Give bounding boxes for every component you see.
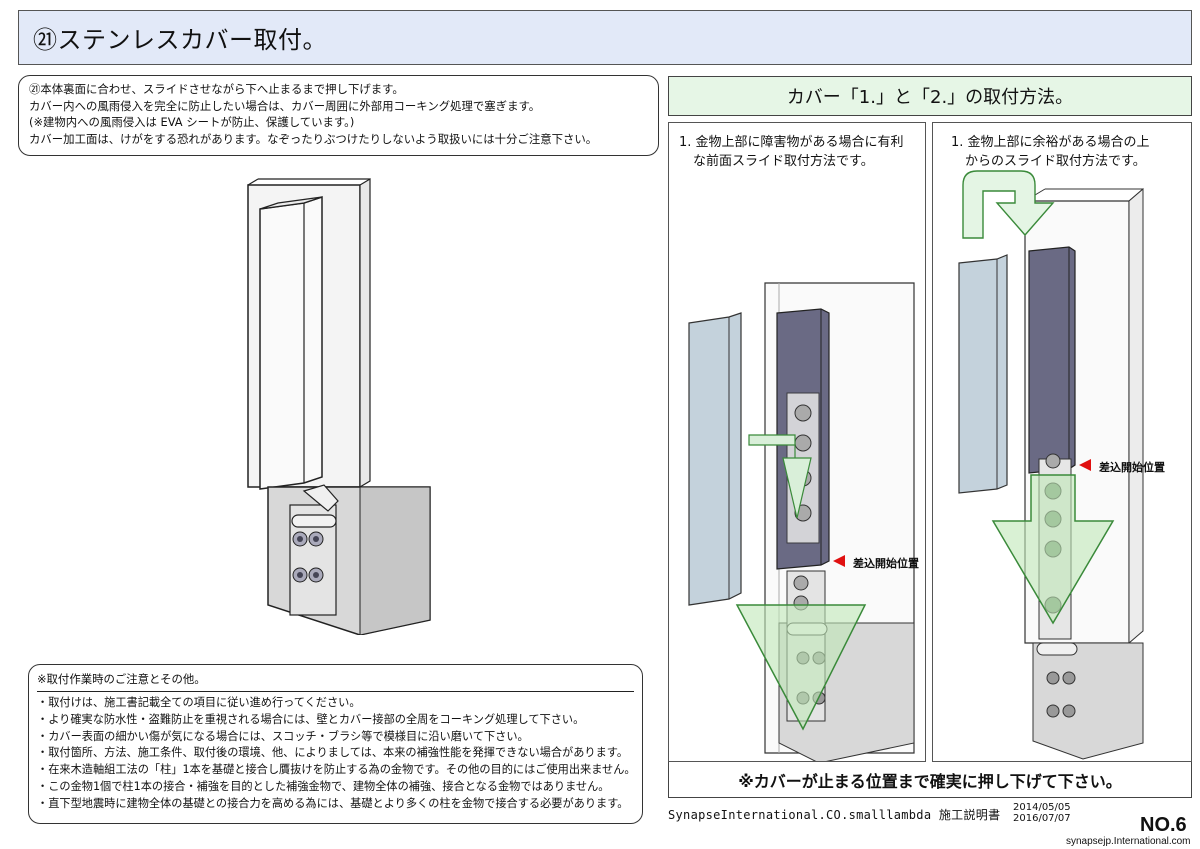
caption-line: からのスライド取付方法です。 <box>965 154 1146 169</box>
footer-site: synapsejp.International.com <box>1066 836 1191 847</box>
caution-notes: ※取付作業時のご注意とその他。 ・取付けは、施工書記載全ての項目に従い進め行って… <box>28 664 643 824</box>
push-down-note: ※カバーが止まる位置まで確実に押し下げて下さい。 <box>668 762 1192 798</box>
top-slide-illustration <box>958 170 1144 760</box>
caution-line: ・直下型地震時に建物全体の基礎との接合力を高める為には、基礎とより多くの柱を金物… <box>37 796 629 810</box>
page-number: NO.6 <box>1140 814 1187 836</box>
method-panel-top-slide: 1. 金物上部に余裕がある場合の上 からのスライド取付方法です。 <box>932 122 1192 762</box>
caption-line: 1. 金物上部に余裕がある場合の上 <box>951 135 1150 150</box>
caution-line: ・取付けは、施工書記載全ての項目に従い進め行ってください。 <box>37 696 361 709</box>
footer-company: SynapseInternational.CO.smalllambda 施工説明… <box>668 808 1001 822</box>
method-header-text: カバー「1.」と「2.」の取付方法。 <box>786 87 1074 108</box>
note-line: ㉑本体裏面に合わせ、スライドさせながら下へ止まるまで押し下げます。 <box>29 82 404 96</box>
caution-heading: ※取付作業時のご注意とその他。 <box>37 671 634 692</box>
instruction-notes: ㉑本体裏面に合わせ、スライドさせながら下へ止まるまで押し下げます。 カバー内への… <box>18 75 659 156</box>
caution-line: ・この金物1個で柱1本の接合・補強を目的とした補強金物で、建物全体の補強、接合と… <box>37 779 610 793</box>
push-down-note-text: ※カバーが止まる位置まで確実に押し下げて下さい。 <box>738 771 1122 791</box>
marker-arrow-icon <box>833 555 845 567</box>
caution-line: ・カバー表面の細かい傷が気になる場合には、スコッチ・ブラシ等で模様目に沿い磨いて… <box>37 729 529 743</box>
marker-arrow-icon <box>1079 459 1091 471</box>
caution-line: ・在来木造軸組工法の「柱」1本を基礎と接合し贋抜けを防止する為の金物です。その他… <box>37 763 636 777</box>
note-line: カバー加工面は、けがをする恐れがあります。なぞったりぶつけたりしないよう取扱いに… <box>29 131 598 146</box>
method-header: カバー「1.」と「2.」の取付方法。 <box>668 76 1192 116</box>
footer-dates: 2014/05/05 2016/07/07 <box>1013 802 1071 824</box>
insert-start-label: 差込開始位置 <box>1099 461 1165 474</box>
page-title-bar: ㉑ステンレスカバー取付。 <box>18 10 1192 65</box>
panel-caption: 1. 金物上部に障害物がある場合に有利 な前面スライド取付方法です。 <box>679 133 904 171</box>
note-line: (※建物内への風雨侵入は EVA シートが防止、保護しています。) <box>29 115 355 129</box>
caption-line: 1. 金物上部に障害物がある場合に有利 <box>679 135 904 150</box>
insert-start-label: 差込開始位置 <box>853 557 919 570</box>
method-panel-front-slide: 1. 金物上部に障害物がある場合に有利 な前面スライド取付方法です。 <box>668 122 926 762</box>
footer-date-created: 2014/05/05 <box>1013 802 1071 813</box>
footer-date-revised: 2016/07/07 <box>1013 813 1071 824</box>
cover-installed-illustration <box>247 177 431 635</box>
caption-line: な前面スライド取付方法です。 <box>693 154 874 169</box>
caution-line: ・より確実な防水性・盗難防止を重視される場合には、壁とカバー接部の全周をコーキン… <box>37 712 585 726</box>
note-line: カバー内への風雨侵入を完全に防止したい場合は、カバー周囲に外部用コーキング処理で… <box>29 98 541 113</box>
caution-line: ・取付箇所、方法、施工条件、取付後の環境、他、によりましては、本来の補強性能を発… <box>37 746 629 760</box>
front-slide-illustration <box>688 282 915 761</box>
panel-caption: 1. 金物上部に余裕がある場合の上 からのスライド取付方法です。 <box>951 133 1150 171</box>
page-title: ㉑ステンレスカバー取付。 <box>33 26 327 54</box>
